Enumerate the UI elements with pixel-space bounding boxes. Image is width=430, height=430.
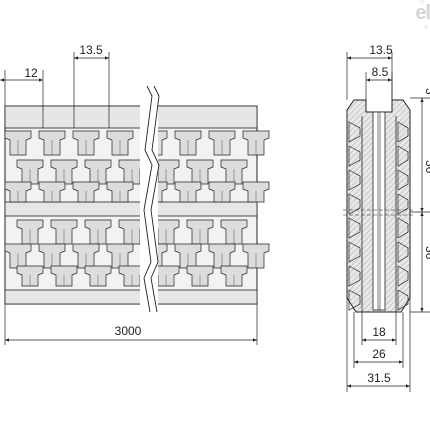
dim-length-label: 3000 — [115, 324, 142, 338]
side-profile-tooth — [397, 217, 409, 239]
break-line-right — [150, 85, 160, 313]
dim-module-label: 13.5 — [79, 43, 103, 57]
break-line-left — [143, 85, 153, 313]
side-profile-tooth — [348, 265, 361, 287]
brand-logo: el — [415, 2, 430, 25]
side-profile-tooth — [348, 169, 361, 191]
dim-module: 13.5 — [73, 43, 110, 128]
side-profile-tooth — [348, 241, 361, 263]
side-profile-tooth — [348, 121, 361, 143]
side-profile-tooth — [348, 193, 361, 215]
front-view — [4, 84, 270, 313]
front-view-middle-band — [4, 201, 258, 217]
front-view-top-band — [4, 105, 258, 129]
side-profile-tooth — [348, 289, 361, 311]
watermark-text: a — [424, 24, 428, 31]
side-profile-tooth — [397, 121, 409, 143]
side-profile-tooth — [397, 169, 409, 191]
side-profile-tooth — [397, 193, 409, 215]
side-profile-tooth — [397, 289, 409, 311]
dim-length: 3000 — [4, 304, 258, 345]
copyright-mark: © — [419, 0, 424, 6]
dim-overall: 31.5 — [346, 298, 411, 392]
dim-right-a-label: 36 — [423, 160, 430, 174]
dim-inner: 18 — [361, 304, 397, 345]
side-profile-tooth — [397, 265, 409, 287]
side-profile-teeth — [348, 121, 409, 311]
dim-top-width-label: 13.5 — [369, 43, 393, 57]
dim-pitch-label: 12 — [24, 66, 38, 80]
side-profile-tooth — [348, 145, 361, 167]
dim-overall-label: 31.5 — [367, 371, 391, 385]
side-profile-tooth — [397, 241, 409, 263]
brand-logo-text: el — [415, 2, 430, 24]
dim-right-c-label: 3 — [423, 88, 430, 95]
side-profile-center-slot — [372, 111, 386, 311]
dim-top-slot: 8.5 — [365, 65, 393, 112]
dim-mid: 26 — [353, 312, 404, 368]
dim-right: 3 36 36 — [410, 88, 430, 313]
dim-inner-label: 18 — [372, 325, 386, 339]
dim-top-slot-label: 8.5 — [372, 65, 389, 79]
dim-mid-label: 26 — [372, 347, 386, 361]
side-profile-tooth — [397, 145, 409, 167]
side-profile-tooth — [348, 217, 361, 239]
front-view-bottom-band — [4, 289, 258, 305]
dim-pitch: 12 — [0, 66, 44, 128]
side-view — [343, 99, 414, 313]
dim-right-b-label: 36 — [423, 246, 430, 260]
